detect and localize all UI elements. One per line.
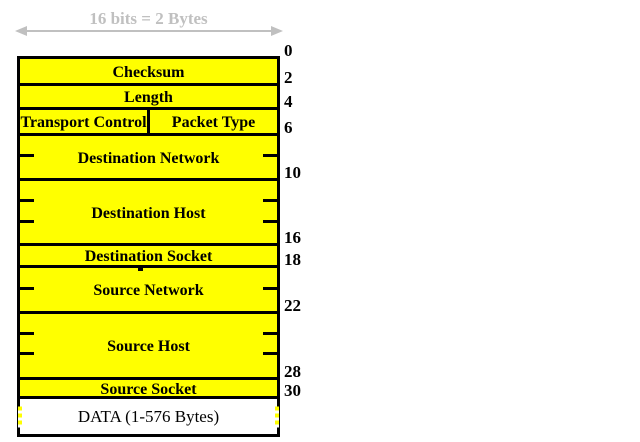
byte-offset-22: 22: [284, 296, 301, 315]
row-tick: [20, 287, 34, 290]
byte-offset-18: 18: [284, 250, 301, 269]
field-label: Destination Network: [77, 149, 220, 167]
field-row-checksum: Checksum: [17, 56, 280, 86]
bit-width-label: 16 bits = 2 Bytes: [89, 9, 208, 28]
field-row-source-network: Source Network: [17, 265, 280, 314]
field-label: Length: [124, 89, 173, 106]
field-cell-packet-type: Packet Type: [150, 110, 277, 136]
row-tick: [263, 154, 277, 157]
row-tick: [20, 352, 34, 355]
byte-offset-16: 16: [284, 228, 301, 247]
field-label: Transport Control: [20, 114, 147, 131]
row-tick: [20, 154, 34, 157]
byte-offset-0: 0: [284, 41, 293, 60]
field-label: DATA (1-576 Bytes): [77, 406, 220, 426]
field-label: Source Host: [107, 338, 190, 355]
byte-offset-4: 4: [284, 92, 293, 111]
field-cell-transport-control: Transport Control: [20, 110, 150, 136]
variable-length-tear-left: [18, 406, 22, 427]
field-label: Source Network: [93, 282, 204, 299]
byte-offset-10: 10: [284, 163, 301, 182]
byte-offset-28: 28: [284, 362, 301, 381]
row-tick: [20, 199, 34, 202]
stray-mark: [138, 267, 143, 271]
field-label: Source Socket: [100, 380, 197, 398]
row-tick: [20, 332, 34, 335]
field-row-destination-host: Destination Host: [17, 178, 280, 246]
width-arrow-line: [25, 30, 274, 32]
field-row-length: Length: [17, 83, 280, 110]
field-row-source-host: Source Host: [17, 311, 280, 380]
byte-offset-2: 2: [284, 68, 293, 87]
field-label: Checksum: [112, 63, 185, 81]
row-tick: [263, 332, 277, 335]
field-row-destination-network: Destination Network: [17, 133, 280, 181]
field-label: Destination Host: [91, 204, 206, 222]
row-tick: [263, 220, 277, 223]
row-tick: [20, 220, 34, 223]
field-row-source-socket: Source Socket: [17, 377, 280, 399]
field-label: Packet Type: [171, 114, 256, 131]
row-tick: [263, 199, 277, 202]
byte-offset-30: 30: [284, 381, 301, 400]
arrow-left-icon: [15, 26, 27, 36]
field-row-destination-socket: Destination Socket: [17, 243, 280, 268]
field-row-data: DATA (1-576 Bytes): [17, 396, 280, 437]
field-label: Destination Socket: [84, 248, 213, 265]
row-tick: [263, 287, 277, 290]
byte-offset-6: 6: [284, 118, 293, 137]
field-row-transport-control-packet-type: Transport Control Packet Type: [17, 107, 280, 136]
variable-length-tear-right: [275, 406, 279, 427]
packet-field-stack: Checksum Length Transport Control Packet…: [17, 56, 280, 437]
arrow-right-icon: [271, 26, 283, 36]
row-tick: [263, 352, 277, 355]
